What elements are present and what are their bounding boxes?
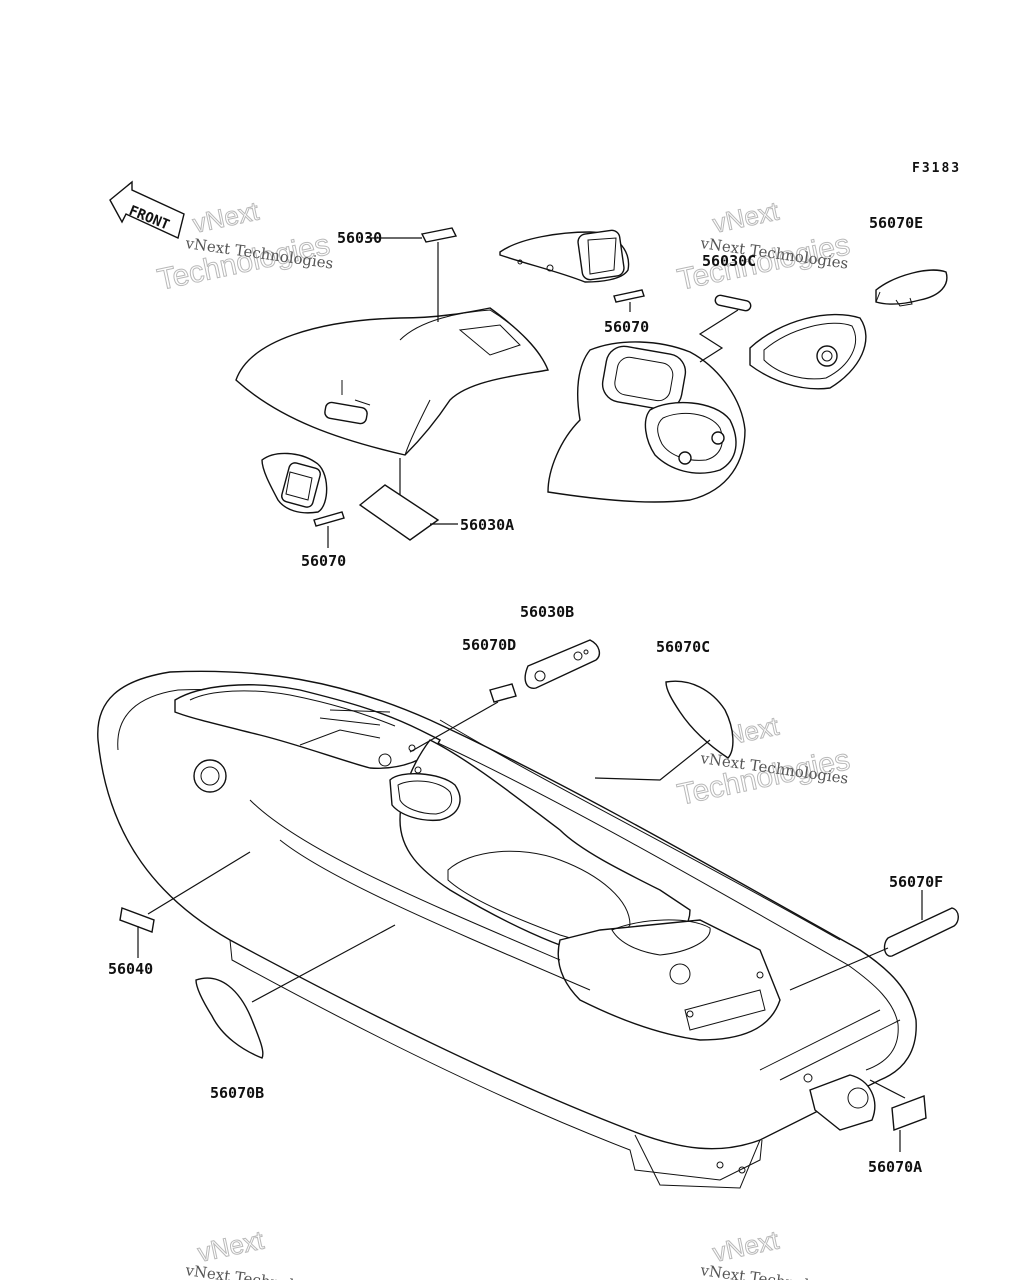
- mirror-upper: [499, 229, 630, 283]
- meter-plate: [749, 313, 867, 390]
- decal-56040: 56040: [108, 851, 251, 978]
- svg-text:vNext Technologies: vNext Technologies: [183, 1261, 334, 1280]
- decal-56030: 56030: [337, 227, 458, 322]
- svg-text:vNext: vNext: [710, 196, 782, 239]
- hull-deck: [97, 670, 917, 1189]
- watermark-bottom-right: vNext vNext Technologies: [698, 1224, 849, 1285]
- svg-text:vNext Technologies: vNext Technologies: [698, 1261, 849, 1280]
- label-56070B: 56070B: [210, 1084, 264, 1102]
- decal-56070D: 56070D: [409, 636, 517, 753]
- decal-56070-left: 56070: [301, 511, 346, 570]
- watermark-top-right: vNext Technologies vNext Technologies: [674, 195, 853, 297]
- decal-56030C: 56030C: [698, 252, 756, 363]
- svg-text:vNext: vNext: [710, 1225, 782, 1268]
- label-56030A: 56030A: [460, 516, 514, 534]
- cover-56070E: 56070E: [869, 214, 948, 307]
- decal-56070C: 56070C: [594, 638, 734, 781]
- label-56070-left: 56070: [301, 552, 346, 570]
- figure-code: F3183: [912, 161, 961, 176]
- label-56070-upper: 56070: [604, 318, 649, 336]
- label-56070C: 56070C: [656, 638, 710, 656]
- decal-56070B: 56070B: [195, 924, 396, 1102]
- label-56030C: 56030C: [702, 252, 756, 270]
- mirror-left: [261, 452, 328, 514]
- decal-56030A: 56030A: [358, 458, 514, 541]
- decal-56070F: 56070F: [789, 873, 959, 991]
- label-56070E: 56070E: [869, 214, 923, 232]
- label-56070F: 56070F: [889, 873, 943, 891]
- label-56030: 56030: [337, 229, 382, 247]
- label-56070D: 56070D: [462, 636, 516, 654]
- label-56030B: 56030B: [520, 603, 574, 621]
- label-56040: 56040: [108, 960, 153, 978]
- console-housing: [547, 341, 746, 503]
- decal-56070A: 56070A: [868, 1079, 927, 1176]
- hood-cover: [235, 307, 549, 456]
- watermark-bottom-left: vNext vNext Technologies: [183, 1224, 334, 1285]
- front-arrow-icon: FRONT: [109, 180, 185, 239]
- decal-56070-upper: 56070: [604, 289, 649, 336]
- svg-text:vNext: vNext: [190, 196, 262, 239]
- decal-56030B: 56030B: [520, 603, 601, 689]
- watermark-top-left: vNext Technologies vNext Technologies: [154, 195, 334, 297]
- label-56070A: 56070A: [868, 1158, 922, 1176]
- svg-text:vNext: vNext: [195, 1225, 267, 1268]
